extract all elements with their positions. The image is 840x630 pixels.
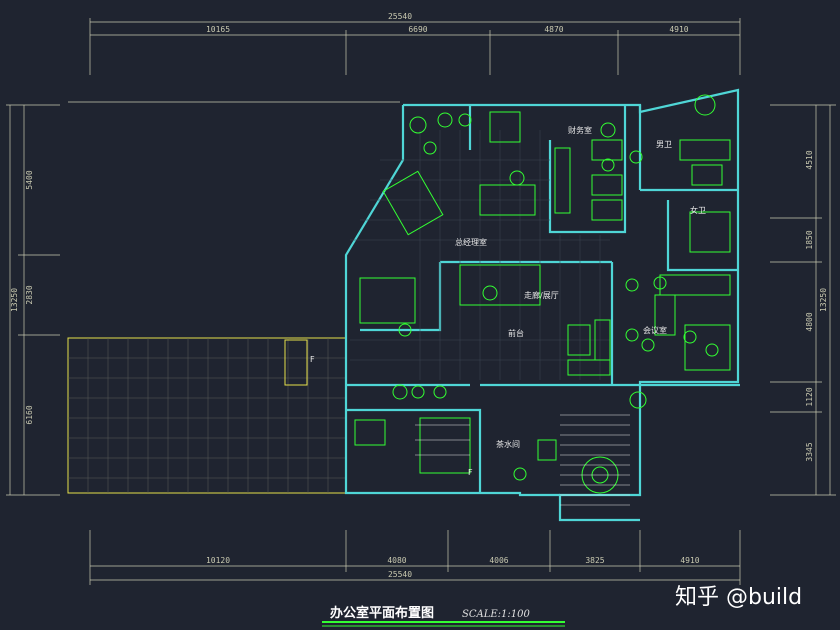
room-label-finance: 财务室 [568, 125, 592, 135]
right-dim-5: 3345 [805, 442, 814, 461]
building-walls [344, 88, 740, 522]
right-total-dim: 13250 [819, 288, 828, 312]
furniture [354, 94, 731, 494]
bottom-dim-1: 10120 [206, 556, 230, 565]
right-dimensions [770, 104, 836, 496]
bottom-dim-2: 4080 [387, 556, 406, 565]
left-total-dim: 13250 [10, 288, 19, 312]
interior-grid [350, 130, 610, 380]
watermark: 知乎 @build [675, 585, 802, 610]
floor-mark-f1: F [310, 355, 315, 364]
left-dimensions [6, 104, 60, 496]
top-dimensions [68, 18, 741, 103]
room-label-corridor: 走廊/展厅 [524, 290, 559, 300]
right-dim-4: 1120 [805, 387, 814, 406]
bottom-total-dim: 25540 [388, 570, 412, 579]
room-label-wc2: 女卫 [690, 205, 706, 215]
room-label-reception: 前台 [508, 328, 524, 338]
drawing-title: 办公室平面布置图 [330, 605, 434, 621]
room-label-meeting: 会议室 [643, 325, 667, 335]
top-dim-3: 4870 [544, 25, 563, 34]
bottom-dimensions [89, 530, 741, 585]
right-dim-1: 4510 [805, 150, 814, 169]
left-dim-2: 2830 [25, 285, 34, 304]
staircase [415, 414, 630, 506]
bottom-dim-3: 4006 [489, 556, 508, 565]
drawing-scale: SCALE:1:100 [462, 609, 530, 620]
left-dim-1: 5400 [25, 170, 34, 189]
top-dim-2: 6690 [408, 25, 427, 34]
bottom-dim-5: 4910 [680, 556, 699, 565]
top-total-dim: 25540 [388, 12, 412, 21]
room-label-tea: 茶水间 [496, 439, 520, 449]
top-dim-4: 4910 [669, 25, 688, 34]
room-label-general-manager: 总经理室 [455, 237, 487, 247]
right-dim-3: 4800 [805, 312, 814, 331]
left-dim-3: 6160 [25, 405, 34, 424]
top-dim-1: 10165 [206, 25, 230, 34]
right-dim-2: 1850 [805, 230, 814, 249]
floor-mark-f2: F [468, 468, 473, 477]
room-label-wc: 男卫 [656, 140, 672, 149]
bottom-dim-4: 3825 [585, 556, 604, 565]
